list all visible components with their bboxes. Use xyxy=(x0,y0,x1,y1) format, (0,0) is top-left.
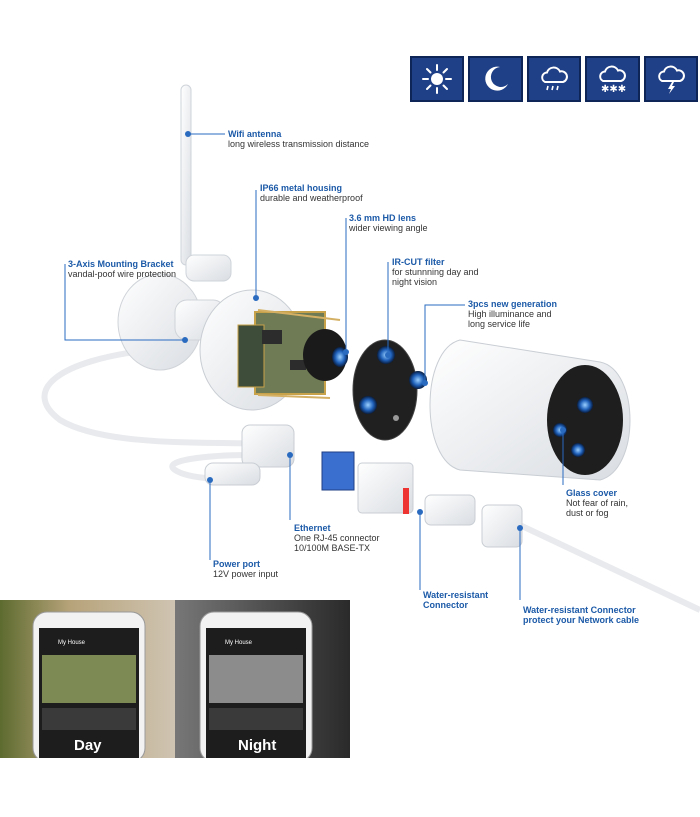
day-night-photo-strip: Day Night My House My House xyxy=(0,600,350,758)
ethernet-connector xyxy=(241,424,414,514)
svg-text:✱✱✱: ✱✱✱ xyxy=(601,84,626,95)
annotation-title: Glass cover xyxy=(566,488,618,498)
annotation-title: IP66 metal housing xyxy=(260,183,343,193)
day-label: Day xyxy=(74,737,102,754)
annotation-desc: 12V power input xyxy=(213,569,279,579)
annotation-title: Water-resistant Connector xyxy=(423,590,489,610)
power-port xyxy=(204,462,261,486)
water-resistant-connector xyxy=(424,494,523,548)
annotation-ethernet: Ethernet One RJ-45 connector 10/100M BAS… xyxy=(294,523,380,553)
annotation-ir-cut-filter: IR-CUT filter for stunnning day and nigh… xyxy=(392,257,479,287)
ir-led-board xyxy=(352,339,427,441)
snow-icon: ✱✱✱ xyxy=(585,56,640,102)
annotation-desc: for stunnning day and night vision xyxy=(392,267,479,287)
annotation-title: Water-resistant Connector xyxy=(523,605,636,615)
annotation-desc: long wireless transmission distance xyxy=(228,139,370,149)
annotation-title: IR-CUT filter xyxy=(392,257,445,267)
annotation-water-resistant-connector: Water-resistant Connector xyxy=(423,590,488,610)
annotation-desc: wider viewing angle xyxy=(349,223,428,233)
day-phone xyxy=(32,611,146,758)
thunderstorm-icon xyxy=(643,56,699,102)
annotation-hd-lens: 3.6 mm HD lens wider viewing angle xyxy=(349,213,428,233)
annotation-title: 3pcs new generation xyxy=(468,299,558,309)
annotation-desc: protect your Network cable xyxy=(523,615,640,625)
annotation-glass-cover: Glass cover Not fear of rain, dust or fo… xyxy=(566,488,628,518)
annotation-desc: durable and weatherproof xyxy=(260,193,363,203)
annotation-wifi-antenna: Wifi antenna long wireless transmission … xyxy=(228,129,369,149)
annotation-ir-leds: 3pcs new generation High illuminance and… xyxy=(468,299,557,329)
annotation-network-cable-connector: Water-resistant Connector protect your N… xyxy=(523,605,639,625)
annotation-title: 3.6 mm HD lens xyxy=(349,213,417,223)
annotation-desc: High illuminance and long service life xyxy=(468,309,552,329)
annotation-power-port: Power port 12V power input xyxy=(213,559,278,579)
app-title-night: My House xyxy=(225,640,253,646)
sun-icon xyxy=(410,56,465,102)
moon-icon xyxy=(468,56,523,102)
annotation-mounting-bracket: 3-Axis Mounting Bracket vandal-poof wire… xyxy=(68,259,176,279)
annotation-title: Power port xyxy=(213,559,261,569)
hd-lens xyxy=(303,329,348,381)
annotation-desc: vandal-poof wire protection xyxy=(68,269,177,279)
weather-icon-strip: ✱✱✱ xyxy=(410,56,699,102)
annotation-title: Ethernet xyxy=(294,523,331,533)
night-label: Night xyxy=(238,737,276,754)
night-phone xyxy=(199,611,313,758)
wifi-antenna xyxy=(180,84,232,282)
annotation-title: 3-Axis Mounting Bracket xyxy=(68,259,174,269)
annotation-metal-housing: IP66 metal housing durable and weatherpr… xyxy=(260,183,363,203)
annotation-desc: One RJ-45 connector 10/100M BASE-TX xyxy=(294,533,380,553)
rain-icon xyxy=(526,56,582,102)
app-title-day: My House xyxy=(58,640,86,646)
annotation-title: Wifi antenna xyxy=(228,129,282,139)
front-housing xyxy=(429,339,631,481)
annotation-desc: Not fear of rain, dust or fog xyxy=(566,498,629,518)
